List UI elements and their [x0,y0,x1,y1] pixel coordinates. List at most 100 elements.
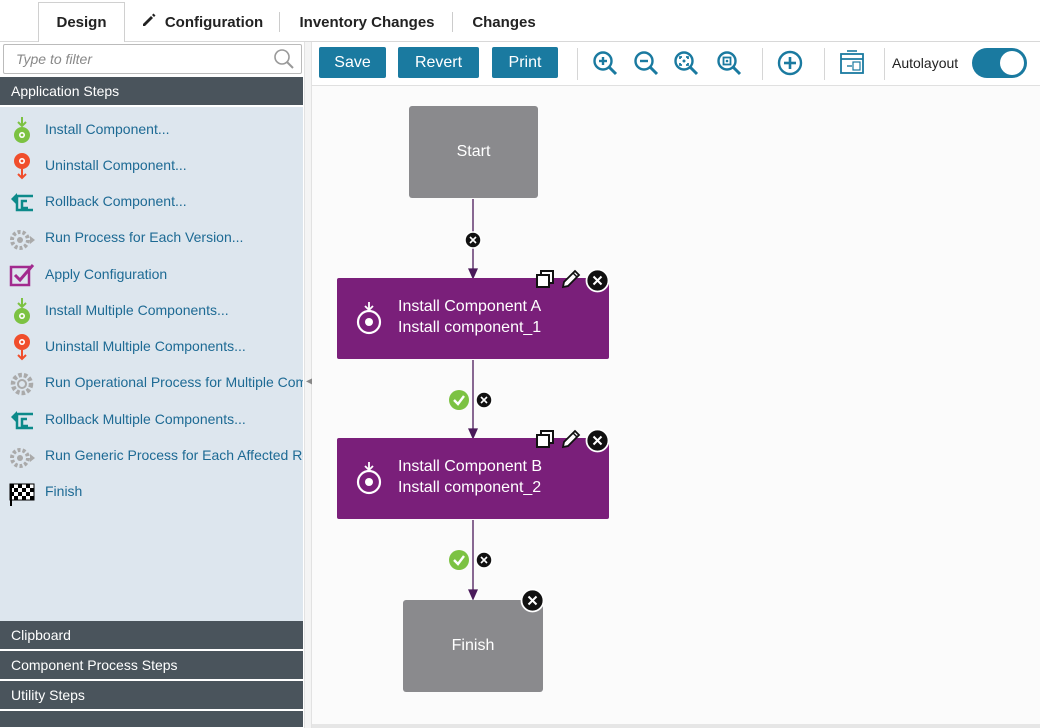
step-subtitle: Install component_1 [398,319,542,336]
start-node[interactable]: Start [409,106,538,198]
section-application-steps[interactable]: Application Steps [0,77,303,106]
delete-step-icon[interactable] [585,268,610,293]
palette-item-uninstall-component[interactable]: Uninstall Component... [0,149,303,183]
filter-box [3,44,302,74]
zoom-fit-icon[interactable] [673,50,699,76]
remove-connection-icon[interactable] [474,390,494,410]
palette-item-uninstall-multiple[interactable]: Uninstall Multiple Components... [0,330,303,364]
tab-label: Configuration [164,13,264,31]
palette-item-label: Apply Configuration [45,266,168,282]
add-step-icon[interactable] [777,50,803,76]
print-label: Print [508,53,542,71]
tab-divider [279,12,280,32]
palette-item-run-generic-process[interactable]: Run Generic Process for Each Affected Re… [0,439,303,473]
step-node-install-component-a[interactable]: Install Component A Install component_1 [337,278,609,359]
step-title: Install Component B [398,458,543,475]
install-icon [9,116,35,144]
section-component-process-steps[interactable]: Component Process Steps [0,651,303,680]
uninstall-icon [9,152,35,180]
palette-item-label: Run Generic Process for Each Affected Re… [45,447,303,463]
edit-icon[interactable] [560,428,582,450]
tab-label: Changes [472,13,536,31]
tab-bar: Design Configuration Inventory Changes C… [0,0,1040,43]
tab-inventory-changes[interactable]: Inventory Changes [284,2,450,42]
pencil-icon [141,12,157,32]
palette-item-finish[interactable]: Finish [0,475,303,509]
palette-item-install-component[interactable]: Install Component... [0,113,303,147]
application-steps-list: Install Component... Uninstall Component… [0,107,303,621]
palette-item-label: Rollback Multiple Components... [45,411,246,427]
finish-node[interactable]: Finish [403,600,543,692]
print-button[interactable]: Print [492,47,558,78]
palette-item-label: Uninstall Multiple Components... [45,338,246,354]
zoom-in-icon[interactable] [592,50,618,76]
toolbar-divider [577,48,578,80]
node-label: Finish [451,637,495,654]
section-title: Utility Steps [11,687,85,703]
filter-input[interactable] [4,45,264,73]
palette-item-install-multiple[interactable]: Install Multiple Components... [0,294,303,328]
section-clipboard[interactable]: Clipboard [0,621,303,650]
collapse-arrow-icon: ◀ [306,376,314,387]
designer-toolbar: Save Revert Print Autolayout [312,42,1040,86]
palette-item-label: Run Operational Process for Multiple Com… [45,374,303,390]
toolbar-divider [824,48,825,80]
sidebar-collapse-handle[interactable]: ◀ [304,42,314,728]
checkered-flag-icon [9,478,35,506]
gear-icon [9,442,35,470]
remove-connection-icon[interactable] [463,230,483,250]
edit-icon[interactable] [560,268,582,290]
step-node-install-component-b[interactable]: Install Component B Install component_2 [337,438,609,519]
palette-item-label: Rollback Component... [45,193,187,209]
section-more[interactable] [0,711,303,728]
delete-step-icon[interactable] [585,428,610,453]
save-label: Save [334,53,371,71]
autolayout-label: Autolayout [892,55,959,71]
install-step-icon [355,302,383,336]
toolbar-divider [884,48,885,80]
copy-icon[interactable] [534,428,556,450]
canvas-scrollbar[interactable] [312,724,1040,728]
palette-item-label: Uninstall Component... [45,157,187,173]
tab-changes[interactable]: Changes [458,2,550,42]
save-button[interactable]: Save [319,47,386,78]
palette-item-run-operational-process[interactable]: Run Operational Process for Multiple Com… [0,366,303,400]
success-condition-icon[interactable] [448,549,470,571]
zoom-reset-icon[interactable] [716,50,742,76]
palette-item-run-process-each-version[interactable]: Run Process for Each Version... [0,221,303,255]
success-condition-icon[interactable] [448,389,470,411]
palette-item-label: Install Multiple Components... [45,302,229,318]
revert-label: Revert [414,53,463,71]
checkbox-icon [9,261,35,289]
install-icon [9,297,35,325]
search-icon[interactable] [273,48,295,70]
uninstall-icon [9,333,35,361]
rollback-icon [9,406,35,434]
section-title: Clipboard [11,627,71,643]
zoom-out-icon[interactable] [633,50,659,76]
tab-label: Design [56,14,107,31]
palette-item-label: Run Process for Each Version... [45,229,244,245]
gear-icon [9,369,35,397]
tab-design[interactable]: Design [38,2,125,43]
step-title: Install Component A [398,298,542,315]
delete-step-icon[interactable] [520,588,545,613]
palette-item-rollback-component[interactable]: Rollback Component... [0,185,303,219]
revert-button[interactable]: Revert [398,47,479,78]
section-utility-steps[interactable]: Utility Steps [0,681,303,710]
step-palette: Application Steps Install Component... U… [0,42,304,728]
rollback-icon [9,188,35,216]
layout-panel-icon[interactable] [839,50,865,76]
section-title: Component Process Steps [11,657,178,673]
toolbar-divider [762,48,763,80]
tab-configuration[interactable]: Configuration [128,2,276,42]
autolayout-toggle[interactable] [972,48,1027,78]
process-canvas[interactable]: Start Install Component A Install compon… [312,86,1040,725]
copy-icon[interactable] [534,268,556,290]
palette-item-rollback-multiple[interactable]: Rollback Multiple Components... [0,403,303,437]
remove-connection-icon[interactable] [474,550,494,570]
node-label: Start [456,143,491,160]
palette-item-apply-configuration[interactable]: Apply Configuration [0,258,303,292]
step-subtitle: Install component_2 [398,479,542,496]
gear-icon [9,224,35,252]
